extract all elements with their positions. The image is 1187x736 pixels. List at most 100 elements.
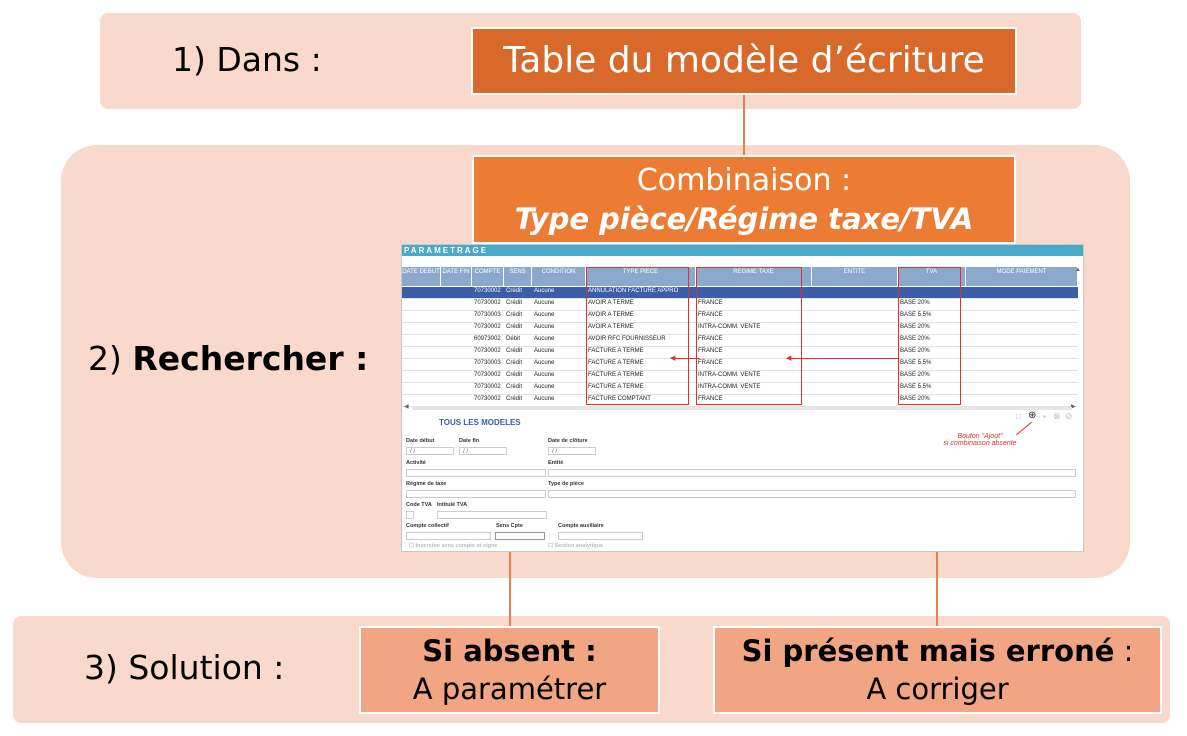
label-regime-taxe: Régime de taxe — [406, 481, 447, 487]
form-title: TOUS LES MODELES — [439, 418, 521, 427]
solution-absent-title-text: Si absent : — [422, 634, 597, 668]
col-date-fin[interactable]: DATE FIN — [441, 267, 472, 286]
table-cell: Crédit — [506, 372, 523, 378]
solution-present-title-bold: Si présent mais erroné — [741, 634, 1115, 668]
table-cell: 70730003 — [474, 312, 501, 318]
delete-icon[interactable]: ▪ — [1043, 412, 1046, 421]
table-cell: 70730003 — [474, 360, 501, 366]
col-compte[interactable]: COMPTE — [472, 267, 504, 286]
table-cell: BASE 20% — [900, 396, 930, 402]
table-cell: Crédit — [506, 288, 523, 294]
date-cloture-value: / / — [552, 449, 558, 455]
table-cell: Crédit — [506, 324, 523, 330]
table-cell: INTRA-COMM. VENTE — [698, 372, 761, 378]
col-mode-paiement[interactable]: MODE PAIEMENT — [966, 267, 1078, 286]
col-regime-taxe[interactable]: REGIME TAXE — [696, 267, 812, 286]
compte-auxiliaire-input[interactable] — [558, 532, 643, 540]
highlight-type-piece — [586, 267, 689, 405]
label-code-tva: Code TVA — [406, 502, 432, 508]
table-cell: Aucune — [534, 372, 555, 378]
table-cell: Aucune — [534, 348, 555, 354]
date-cloture-input[interactable]: / / — [548, 447, 596, 455]
table-cell: Crédit — [506, 348, 523, 354]
solution-present-action: A corriger — [866, 672, 1009, 706]
connector-table-to-combination — [743, 95, 745, 155]
table-cell: FRANCE — [698, 312, 723, 318]
cancel-icon[interactable]: ⊗ — [1053, 411, 1061, 421]
label-compte-auxiliaire: Compte auxiliaire — [558, 523, 604, 529]
table-cell: ANNULATION FACTURE APPRO — [588, 288, 679, 294]
table-cell: Aucune — [534, 324, 555, 330]
inversion-checkbox-label[interactable]: ☐ Inversion sens compte et signe — [409, 543, 498, 549]
table-cell: 70730002 — [474, 288, 501, 294]
col-condition[interactable]: CONDITION — [532, 267, 586, 286]
table-cell: FACTURE COMPTANT — [588, 396, 651, 402]
compte-collectif-input[interactable] — [406, 532, 491, 540]
table-cell: Aucune — [534, 360, 555, 366]
add-icon[interactable]: ⊕ — [1028, 410, 1037, 421]
horizontal-scrollbar[interactable] — [412, 407, 1072, 410]
table-cell: 70730002 — [474, 300, 501, 306]
label-entite: Entité — [548, 460, 564, 466]
table-cell: Aucune — [534, 384, 555, 390]
label-date-cloture: Date de clôture — [548, 438, 588, 444]
arrow-left-icon: ◀ — [670, 355, 676, 362]
scrollbar-up-icon[interactable]: ▲ — [1075, 267, 1081, 273]
code-tva-input[interactable] — [406, 511, 414, 519]
entite-input[interactable] — [548, 469, 1076, 477]
table-cell: BASE 20% — [900, 300, 930, 306]
step2-label: 2) Rechercher : — [88, 339, 368, 378]
col-tva[interactable]: TVA — [898, 267, 966, 286]
table-cell: Aucune — [534, 396, 555, 402]
label-activite: Activité — [406, 460, 426, 466]
step2-bold: Rechercher : — [132, 339, 369, 378]
table-cell: FRANCE — [698, 336, 723, 342]
col-sens[interactable]: SENS — [504, 267, 532, 286]
col-type-piece[interactable]: TYPE PIECE — [586, 267, 696, 286]
table-cell: BASE 5.5% — [900, 312, 932, 318]
validate-icon[interactable]: ⊘ — [1065, 411, 1073, 421]
solution-absent-title: Si absent : — [361, 634, 658, 668]
section-analytique-checkbox-label[interactable]: ☐ Section analytique — [548, 543, 604, 549]
date-debut-input[interactable]: / / — [406, 447, 454, 455]
col-entite[interactable]: ENTITE — [812, 267, 898, 286]
table-cell: AVOIR RFC FOURNISSEUR — [588, 336, 666, 342]
label-type-piece: Type de pièce — [548, 481, 584, 487]
regime-taxe-input[interactable] — [406, 490, 546, 498]
solution-present-title-rest: : — [1114, 634, 1134, 668]
table-cell: Aucune — [534, 312, 555, 318]
scroll-left-icon[interactable]: ◀ — [404, 404, 409, 410]
highlight-tva — [898, 267, 961, 405]
date-fin-input[interactable]: / / — [459, 447, 507, 455]
table-cell: FRANCE — [698, 348, 723, 354]
activite-input[interactable] — [406, 469, 546, 477]
sens-cpte-select[interactable] — [495, 532, 545, 540]
table-header: DATE DEBUT DATE FIN COMPTE SENS CONDITIO… — [402, 267, 1078, 286]
table-cell: FACTURE A TERME — [588, 348, 644, 354]
solution-absent: Si absent : A paramétrer — [359, 626, 660, 714]
table-cell: BASE 20% — [900, 324, 930, 330]
col-date-debut[interactable]: DATE DEBUT — [402, 267, 441, 286]
label-intitule-tva: Intitulé TVA — [437, 502, 468, 508]
table-cell: BASE 20% — [900, 348, 930, 354]
document-icon[interactable]: □ — [1016, 412, 1021, 421]
intitule-tva-input[interactable] — [437, 511, 547, 519]
table-cell: 70730002 — [474, 396, 501, 402]
step3-label: 3) Solution : — [84, 648, 285, 687]
type-piece-input[interactable] — [548, 490, 1076, 498]
parametrage-title: PARAMETRAGE — [402, 245, 1083, 256]
combination-line2: Type pièce/Régime taxe/TVA — [514, 202, 974, 236]
table-cell: Débit — [506, 336, 521, 342]
date-debut-value: / / — [410, 449, 416, 455]
scroll-right-icon[interactable]: ▶ — [1071, 404, 1076, 410]
